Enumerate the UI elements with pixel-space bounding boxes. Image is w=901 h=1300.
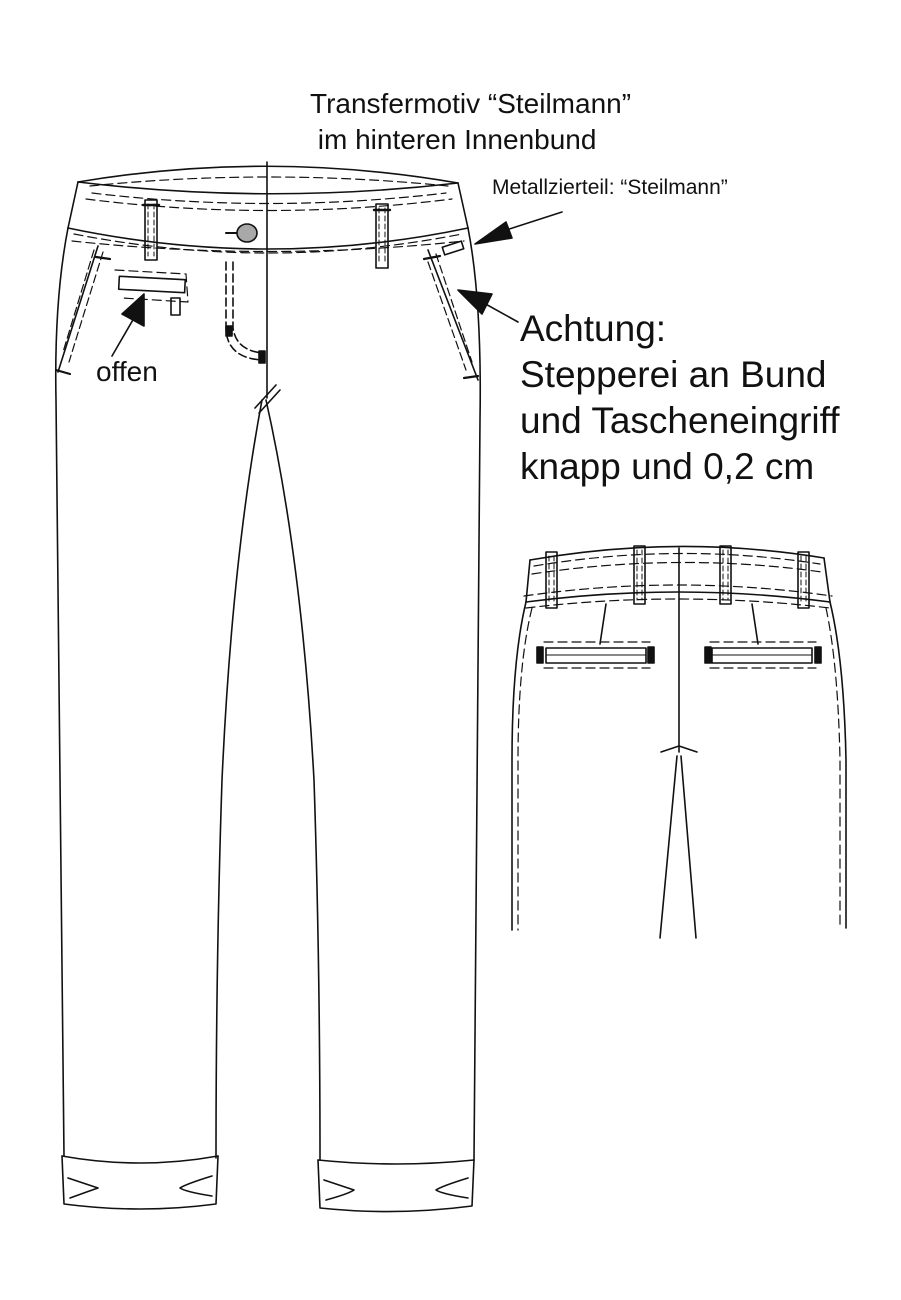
achtung-note: Achtung: Stepperei an Bund und Taschenei…: [520, 306, 840, 490]
back-waistband-bottom-stitch-2: [525, 598, 831, 609]
waistband-left-edge: [67, 181, 79, 229]
offen-note: offen: [96, 356, 158, 387]
back-view: [511, 545, 847, 939]
arrow-achtung: [457, 289, 519, 323]
back-pocket-left: [536, 641, 655, 669]
crotch-back: [660, 745, 698, 753]
achtung-note-line-2: Stepperei an Bund: [520, 354, 827, 395]
crotch-hatch-2: [258, 389, 281, 414]
back-inner-leg-left: [659, 755, 678, 939]
back-belt-loop-4: [797, 551, 810, 609]
back-waistband-stitch-2: [531, 561, 823, 575]
belt-loop-left: [141, 199, 161, 261]
waistband-right-edge: [457, 182, 469, 229]
back-waistband-bottom: [525, 591, 831, 603]
transfer-note-line-2: im hinteren Innenbund: [310, 124, 597, 155]
fly-bartack-1: [225, 325, 233, 337]
crotch-hatch-1: [254, 384, 277, 409]
back-left-side-stitch: [517, 607, 533, 931]
metall-note: Metallzierteil: “Steilmann”: [492, 176, 728, 199]
right-leg-inner: [265, 399, 321, 1161]
metal-ornament: [441, 240, 465, 256]
back-inner-leg-right: [680, 755, 697, 939]
fly-stitch-inner: [232, 261, 263, 354]
achtung-note-line-1: Achtung:: [520, 308, 667, 349]
back-dart-left: [599, 603, 607, 645]
back-waistband-top: [529, 545, 825, 561]
transfer-note-line-1: Transfermotiv “Steilmann”: [310, 88, 632, 119]
left-leg-outer: [54, 227, 69, 1157]
back-waistband-left-edge: [525, 559, 531, 603]
fly-stitch-outer: [225, 261, 263, 361]
waistband-stitch-1: [89, 176, 449, 187]
front-pocket-right: [422, 249, 480, 381]
back-waistband-bottom-stitch-1: [523, 584, 833, 597]
arrow-offen: [111, 293, 145, 357]
back-dart-right: [751, 603, 759, 645]
back-right-side-stitch: [825, 607, 841, 929]
cuff-left: [61, 1155, 219, 1210]
back-belt-loop-2: [633, 545, 646, 605]
back-waistband-right-edge: [823, 557, 831, 603]
achtung-note-line-4: knapp und 0,2 cm: [520, 446, 815, 487]
back-waistband-stitch-1: [533, 552, 821, 567]
back-right-side: [829, 601, 847, 929]
back-pocket-right: [704, 641, 822, 669]
coin-pocket: [114, 269, 189, 316]
waistband-stitch-2: [91, 192, 447, 205]
waistband-top: [77, 165, 459, 184]
waistband-bottom-stitch-2: [71, 240, 465, 253]
left-leg-inner: [215, 399, 263, 1159]
waistband-stitch-3: [85, 198, 453, 212]
cuff-right: [317, 1159, 475, 1213]
front-pocket-left: [54, 245, 112, 376]
back-belt-loop-1: [545, 551, 558, 609]
waistband-bottom: [67, 227, 469, 250]
achtung-note-line-3: und Tascheneingriff: [520, 400, 840, 441]
front-view: [54, 161, 563, 1213]
fly-bartack-2: [258, 350, 266, 364]
belt-loop-right: [372, 203, 392, 269]
back-left-side: [511, 601, 527, 931]
waistband-inner-back: [77, 181, 459, 195]
back-belt-loop-3: [719, 545, 732, 605]
button: [236, 223, 258, 243]
transfer-note: Transfermotiv “Steilmann” im hinteren In…: [310, 86, 631, 158]
waistband-bottom-stitch-1: [73, 233, 463, 254]
arrow-metall: [474, 211, 563, 245]
